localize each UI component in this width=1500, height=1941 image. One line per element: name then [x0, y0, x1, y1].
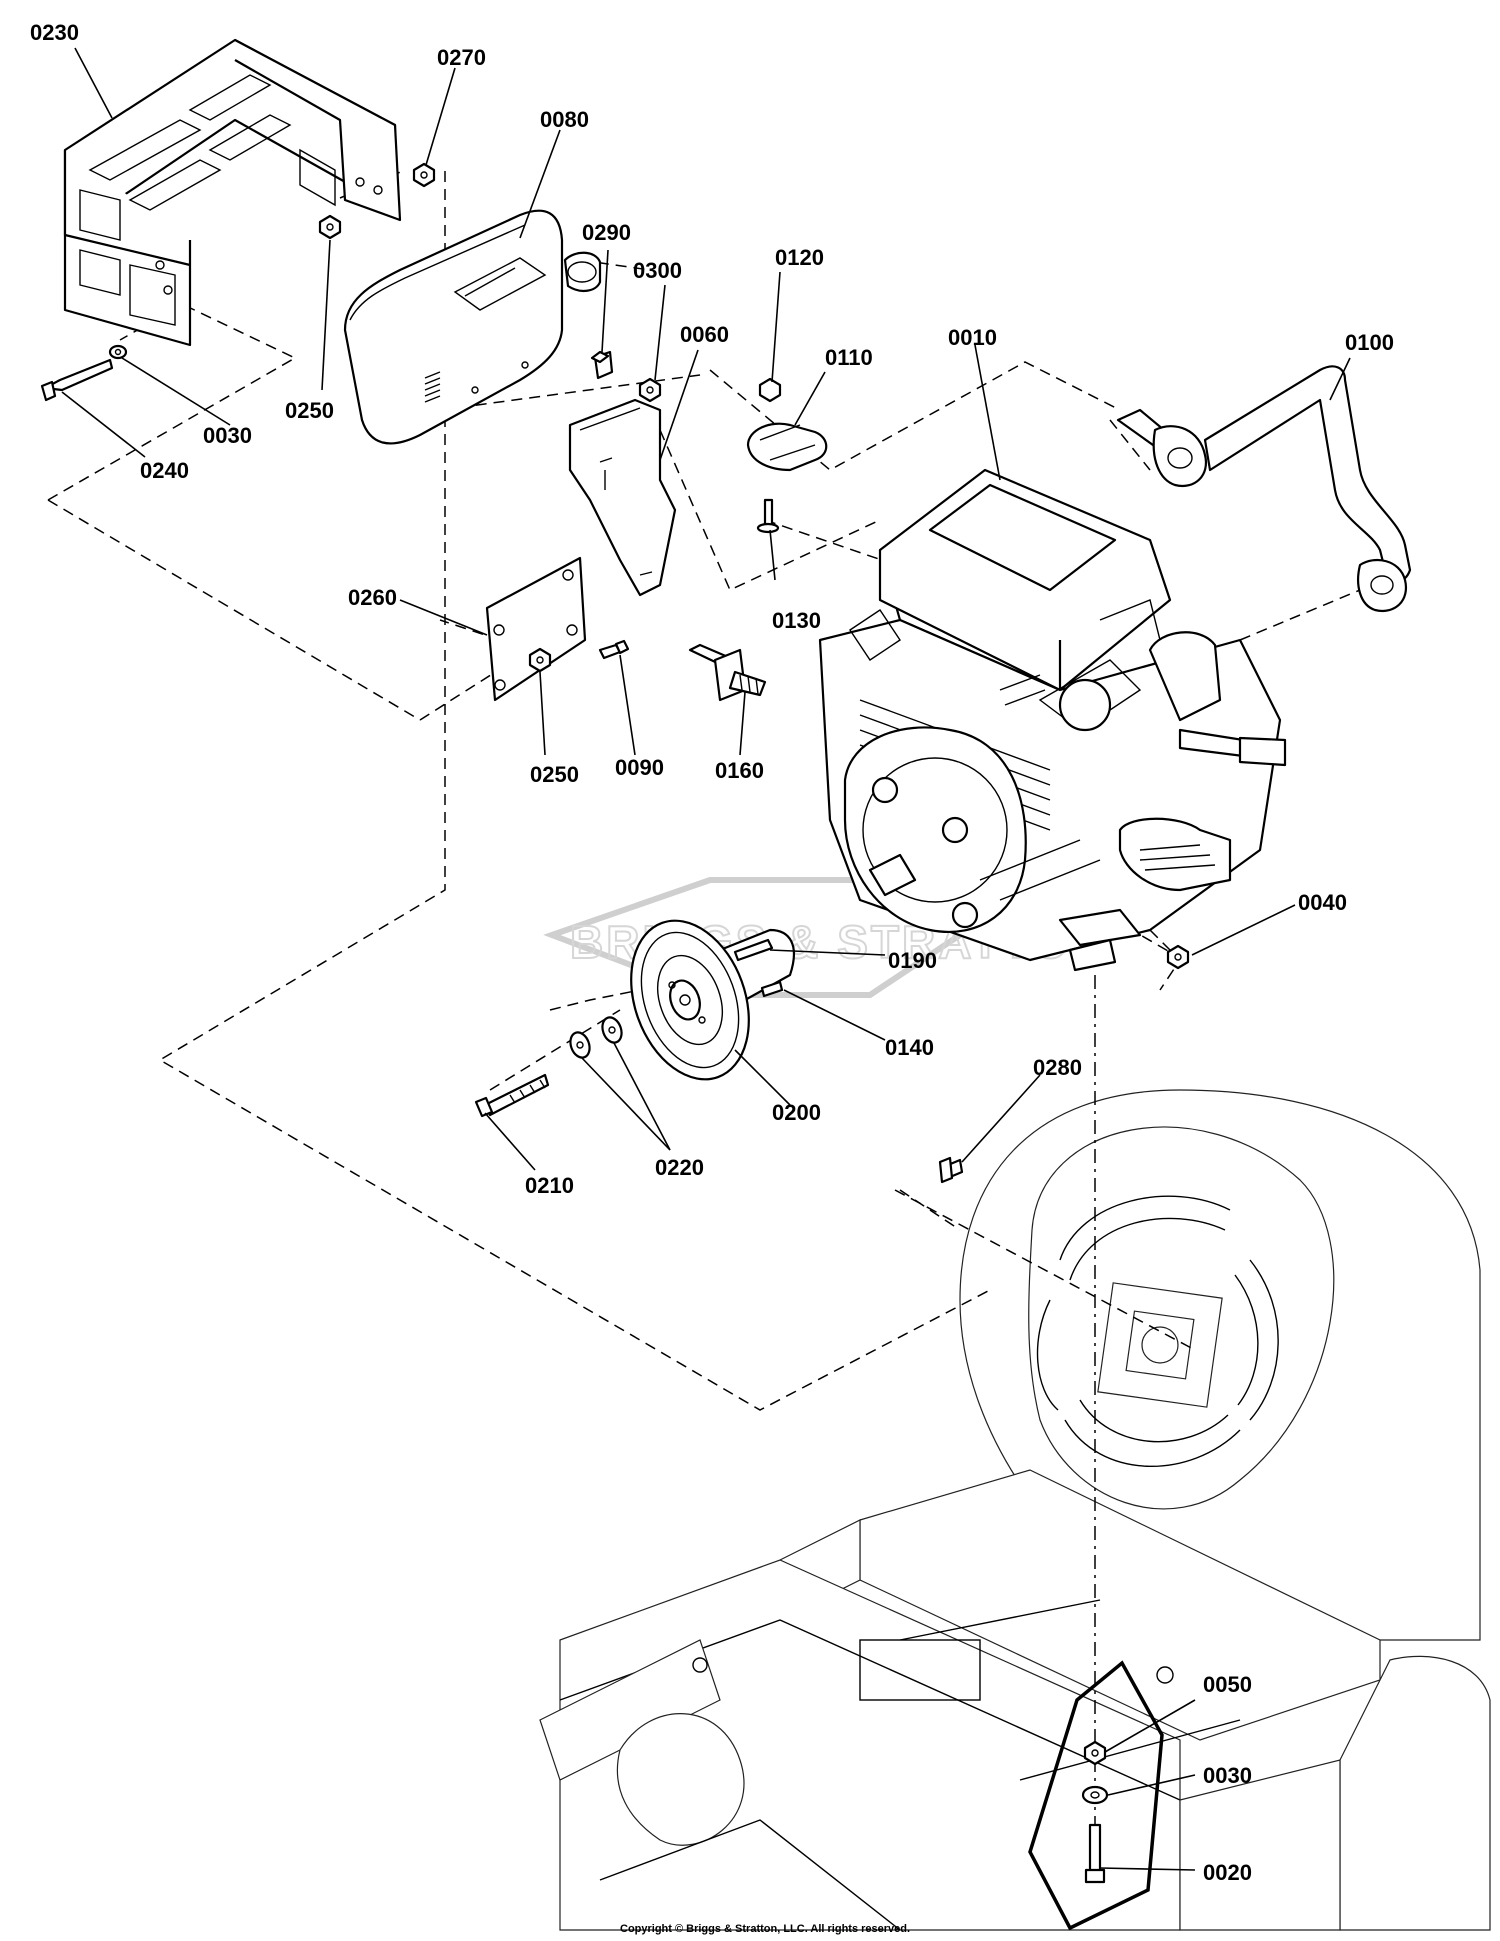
callout-0050: 0050 — [1203, 1672, 1252, 1697]
callout-0110: 0110 — [825, 345, 873, 370]
screw-0090 — [598, 639, 630, 660]
exhaust-pipe — [1116, 365, 1412, 613]
callout-0060: 0060 — [680, 322, 729, 347]
callout-0240: 0240 — [140, 458, 189, 483]
fan-grille — [1036, 1195, 1279, 1467]
bracket-0060 — [568, 398, 677, 597]
callout-0290: 0290 — [582, 220, 631, 245]
callout-0210: 0210 — [525, 1173, 574, 1198]
muffler-guard — [63, 38, 402, 347]
pulley — [630, 919, 795, 1081]
callout-0160: 0160 — [715, 758, 764, 783]
muffler — [343, 209, 602, 445]
callout-0020: 0020 — [1203, 1860, 1252, 1885]
callout-0130: 0130 — [772, 608, 821, 633]
fitting-0160 — [688, 643, 767, 702]
callout-0190: 0190 — [888, 948, 937, 973]
copyright-notice: Copyright © Briggs & Stratton, LLC. All … — [620, 1923, 910, 1935]
blower-housing — [539, 1089, 1491, 1931]
engine — [818, 468, 1287, 972]
washer-0030b — [1081, 1785, 1109, 1805]
callout-0040: 0040 — [1298, 890, 1347, 915]
callout-0300: 0300 — [633, 258, 682, 283]
callout-0030-lower: 0030 — [1203, 1763, 1252, 1788]
callout-0250-lower: 0250 — [530, 762, 579, 787]
callout-0090: 0090 — [615, 755, 664, 780]
nut-0270 — [412, 162, 436, 188]
pin-0140 — [760, 980, 784, 998]
nut-0250b — [528, 647, 552, 673]
callout-0270: 0270 — [437, 45, 486, 70]
callout-0030-upper: 0030 — [203, 423, 252, 448]
plate-0260 — [485, 556, 587, 702]
nut-0300 — [638, 377, 662, 403]
nut-0250a — [318, 214, 342, 240]
callout-0010: 0010 — [948, 325, 997, 350]
key-0190 — [733, 938, 774, 962]
callout-0200: 0200 — [772, 1100, 821, 1125]
callout-0100: 0100 — [1345, 330, 1394, 355]
detail-hexagon — [1028, 1660, 1164, 1931]
callout-0220: 0220 — [655, 1155, 704, 1180]
callout-0080: 0080 — [540, 107, 589, 132]
hardware-0240-0030 — [40, 344, 128, 402]
bolt-0020 — [1084, 1823, 1106, 1884]
leader-lines — [61, 47, 1351, 1871]
callout-labels: 0230 0270 0080 0290 0300 0060 0120 0110 … — [30, 20, 1394, 1885]
nut-0050 — [1083, 1740, 1107, 1766]
callout-0140: 0140 — [885, 1035, 934, 1060]
washers-0220 — [569, 1016, 623, 1059]
callout-0260: 0260 — [348, 585, 397, 610]
callout-0230: 0230 — [30, 20, 79, 45]
screw-0280 — [938, 1156, 964, 1184]
callout-0120: 0120 — [775, 245, 824, 270]
callout-0280: 0280 — [1033, 1055, 1082, 1080]
bolt-0210 — [474, 1073, 550, 1118]
nut-0040 — [1166, 944, 1190, 970]
callout-0250-upper: 0250 — [285, 398, 334, 423]
screw-0290 — [590, 350, 614, 380]
clamp-hardware — [746, 377, 828, 534]
